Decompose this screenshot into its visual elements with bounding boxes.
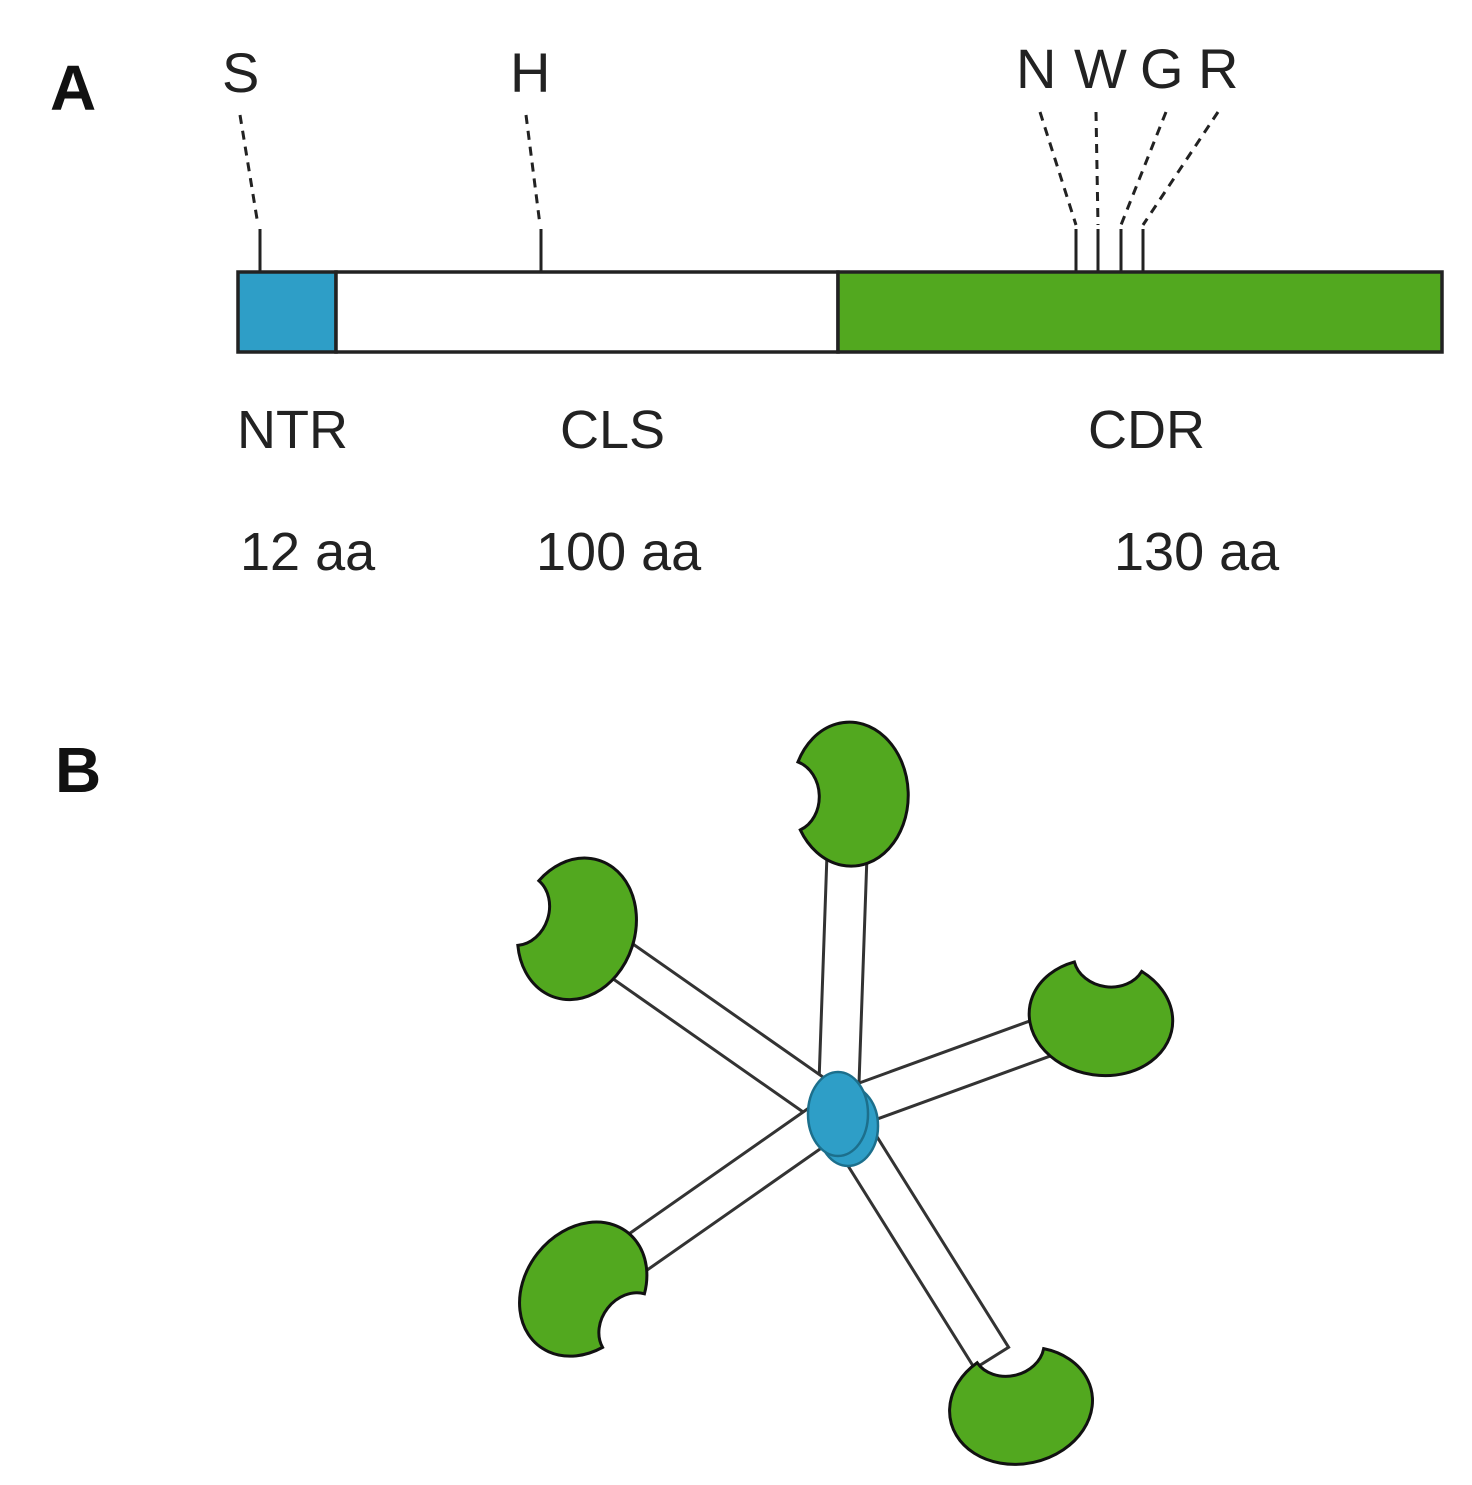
site-label-h: H [510, 41, 550, 104]
domain-length-cls: 100 aa [536, 522, 702, 582]
domain-length-cdr: 130 aa [1114, 522, 1280, 582]
panel-b-label: B [55, 734, 101, 806]
site-leader-h [524, 114, 542, 226]
domain-name-ntr: NTR [237, 400, 348, 460]
panel-a: A S H N W G R NTR CLS CDR 12 aa 100 aa 1… [50, 37, 1444, 582]
site-label-g: G [1140, 37, 1184, 100]
site-leader-n [1038, 111, 1078, 226]
panel-b: B [55, 720, 1175, 1466]
domain-box-ntr [236, 270, 338, 354]
stalk-top [816, 846, 869, 1103]
oligomer-diagram [516, 720, 1175, 1466]
crd-head-lower-right [948, 1346, 1094, 1466]
hub-front-disc [806, 1070, 870, 1158]
panel-a-label: A [50, 52, 96, 124]
site-leader-g [1119, 111, 1168, 226]
crd-head-lower-left [518, 1220, 649, 1358]
site-label-w: W [1074, 37, 1127, 100]
stalk-lower-left [615, 1100, 842, 1277]
crd-head-upper-left [516, 856, 638, 1002]
domain-name-cls: CLS [560, 400, 665, 460]
site-leader-r [1141, 111, 1220, 226]
site-label-n: N [1016, 37, 1056, 100]
site-leader-w [1094, 111, 1100, 226]
site-label-r: R [1198, 37, 1238, 100]
domain-length-ntr: 12 aa [240, 522, 376, 582]
domain-box-cdr [836, 270, 1444, 354]
site-leader-s [238, 114, 260, 226]
domain-name-cdr: CDR [1088, 400, 1205, 460]
crd-head-top [795, 720, 910, 868]
crd-head-upper-right [1027, 960, 1175, 1078]
site-label-s: S [222, 41, 259, 104]
domain-box-cls [334, 270, 840, 354]
stalk-upper-left [607, 941, 842, 1124]
